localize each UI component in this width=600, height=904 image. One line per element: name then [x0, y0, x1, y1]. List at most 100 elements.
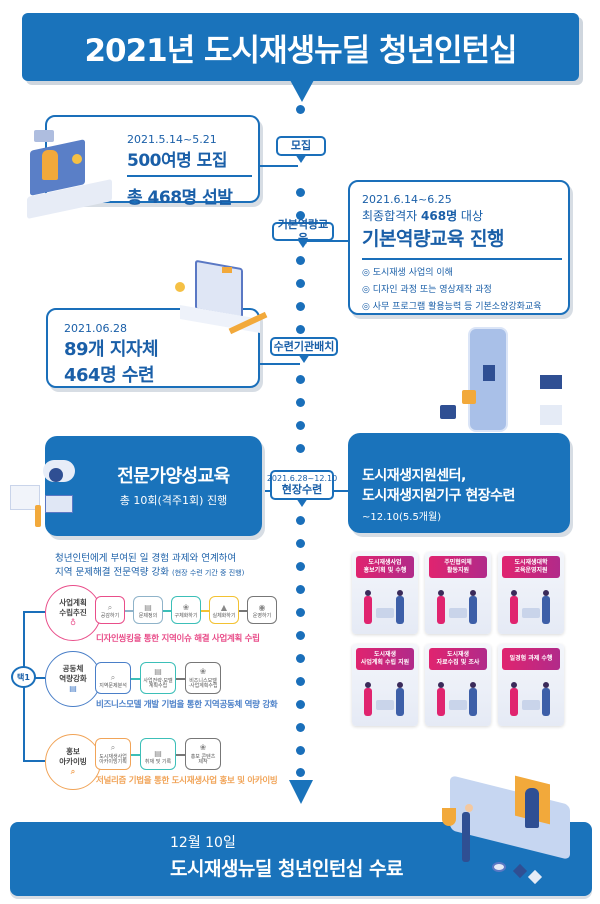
track-name: 홍보 아카이빙 [59, 747, 87, 766]
step-icon: ▤ [154, 749, 162, 759]
description-line: 지역 문제해결 전문역량 강화 (현장 수련 기간 중 진행) [55, 566, 244, 580]
activity-card: 주민협의체 활동지원 [425, 552, 491, 634]
placement-date: 2021.06.28 [64, 322, 127, 335]
timeline-dot [296, 256, 305, 265]
tag-field-training-date: 2021.6.28~12.10 [266, 473, 338, 483]
track-bracket-line [23, 760, 45, 762]
field-training-title-1: 도시재생지원센터, [362, 468, 466, 484]
building-icon: ▤ [69, 683, 77, 693]
process-step: ⌕도시재생사업 아카이빙기획 [95, 738, 131, 770]
step-connector [131, 678, 140, 680]
step-label: 공감하기 [100, 613, 120, 620]
activity-illustration [431, 584, 485, 628]
activity-illustration [504, 676, 558, 720]
step-icon: ▤ [144, 603, 152, 613]
tag-field-training: 2021.6.28~12.10 현장수련 [266, 470, 338, 507]
recruit-selected: 총 468명 선발 [127, 188, 233, 208]
track-caption: 저널리즘 기법을 통한 도시재생사업 홍보 및 아카이빙 [96, 776, 278, 786]
timeline-dot [296, 700, 305, 709]
divider [127, 175, 252, 177]
track-circle-business-plan: 사업계획 수립추진 ♁ [45, 585, 101, 641]
step-label: 비즈니스모델 ·사업계획수립 [188, 677, 218, 690]
basic-education-target: 최종합격자 468명 대상 [362, 207, 562, 224]
timeline-dot [296, 421, 305, 430]
field-training-period: ~12.10(5.5개월) [362, 512, 442, 523]
step-label: 사업전략·모델 계획수립 [143, 677, 173, 690]
choice-label: 택1 [17, 672, 30, 682]
basic-education-date: 2021.6.14~6.25 [362, 193, 452, 206]
description-note: (현장 수련 기간 중 진행) [171, 568, 245, 577]
track-caption: 디자인씽킹을 통한 지역이슈 해결 사업계획 수립 [96, 634, 260, 644]
target-suffix: 대상 [457, 209, 484, 223]
activity-card: 도시재생 자료수집 및 조사 [425, 644, 491, 726]
connector-line [300, 240, 348, 242]
activity-illustration [504, 584, 558, 628]
timeline-dot [296, 516, 305, 525]
activity-card-title: 도시재생 자료수집 및 조사 [429, 648, 487, 670]
timeline-arrow-icon [289, 780, 313, 804]
activity-card-title: 도시재생사업 홍보기획 및 수행 [356, 556, 414, 578]
step-connector [163, 610, 171, 612]
timeline-dot [296, 723, 305, 732]
process-step: ▤사업전략·모델 계획수립 [140, 662, 176, 694]
description-text: 지역 문제해결 전문역량 강화 [55, 566, 169, 578]
activity-illustration [431, 676, 485, 720]
timeline-dot [296, 325, 305, 334]
connector-line [260, 165, 298, 167]
timeline-dot [296, 188, 305, 197]
step-label: 홍보 콘텐츠 제작 [190, 753, 216, 766]
step-label: 운영하기 [252, 613, 272, 620]
step-connector [176, 754, 185, 756]
step-label: 도시재생사업 아카이빙기획 [99, 753, 127, 766]
activity-illustration [358, 676, 412, 720]
desk-illustration [170, 259, 270, 342]
step-icon: ❀ [199, 667, 207, 677]
tag-placement-label: 수련기관배치 [273, 339, 335, 353]
tag-recruit: 모집 [276, 136, 326, 163]
activity-card-title: 도시재생 사업계획 수립 지원 [356, 648, 414, 670]
step-icon: ▤ [154, 667, 162, 677]
activity-card: 일경험 과제 수행 [498, 644, 564, 726]
timeline-dot [296, 585, 305, 594]
process-step: ❀홍보 콘텐츠 제작 [185, 738, 221, 770]
timeline-dot [296, 302, 305, 311]
step-label: 문제정의 [138, 613, 158, 620]
timeline-dot [296, 398, 305, 407]
timeline-dot [296, 654, 305, 663]
step-icon: ❀ [182, 603, 190, 613]
page-title: 2021년 도시재생뉴딜 청년인턴십 [84, 32, 517, 69]
timeline-dot [296, 444, 305, 453]
step-label: 취재 및 기록 [144, 759, 172, 766]
bulb-icon: ♁ [70, 617, 76, 627]
expert-education-subtitle: 총 10회(격주1회) 진행 [119, 494, 228, 507]
process-step: ⌕공감하기 [95, 596, 125, 624]
tag-placement: 수련기관배치 [270, 337, 338, 363]
bullet-item: ◎ 도시재생 사업의 이해 [362, 267, 453, 278]
choice-badge: 택1 [11, 666, 36, 688]
track-name: 사업계획 수립추진 [59, 598, 87, 617]
bullet-item: ◎ 사무 프로그램 활용능력 등 기본소양강화교육 [362, 301, 542, 312]
timeline-dot [296, 677, 305, 686]
step-label: 지역문제분석 [99, 683, 127, 690]
phone-illustration [440, 325, 580, 440]
timeline-dot [296, 539, 305, 548]
description-line: 청년인턴에게 부여된 일 경험 과제와 연계하여 [55, 553, 237, 564]
basic-education-box: 2021.6.14~6.25 최종합격자 468명 대상 기본역량교육 진행 ◎… [348, 180, 570, 315]
chess-illustration [430, 775, 580, 890]
step-connector [125, 610, 133, 612]
timeline-dot [296, 105, 305, 114]
timeline-dot [296, 562, 305, 571]
activity-illustration [358, 584, 412, 628]
step-icon: ◉ [258, 603, 266, 613]
activity-card-title: 도시재생대학 교육운영지원 [502, 556, 560, 578]
activity-card: 도시재생대학 교육운영지원 [498, 552, 564, 634]
recruit-count: 500여명 모집 [127, 151, 227, 171]
process-step: ❀구체화하기 [171, 596, 201, 624]
header-pointer [290, 80, 314, 102]
process-step: ⌕지역문제분석 [95, 662, 131, 694]
track-circle-community: 공동체 역량강화 ▤ [45, 651, 101, 707]
search-icon: ⌕ [70, 766, 76, 776]
bullet-item: ◎ 디자인 과정 또는 영상제작 과정 [362, 284, 492, 295]
track-caption: 비즈니스모델 개발 기법을 통한 지역공동체 역량 강화 [96, 700, 278, 710]
step-connector [239, 610, 247, 612]
